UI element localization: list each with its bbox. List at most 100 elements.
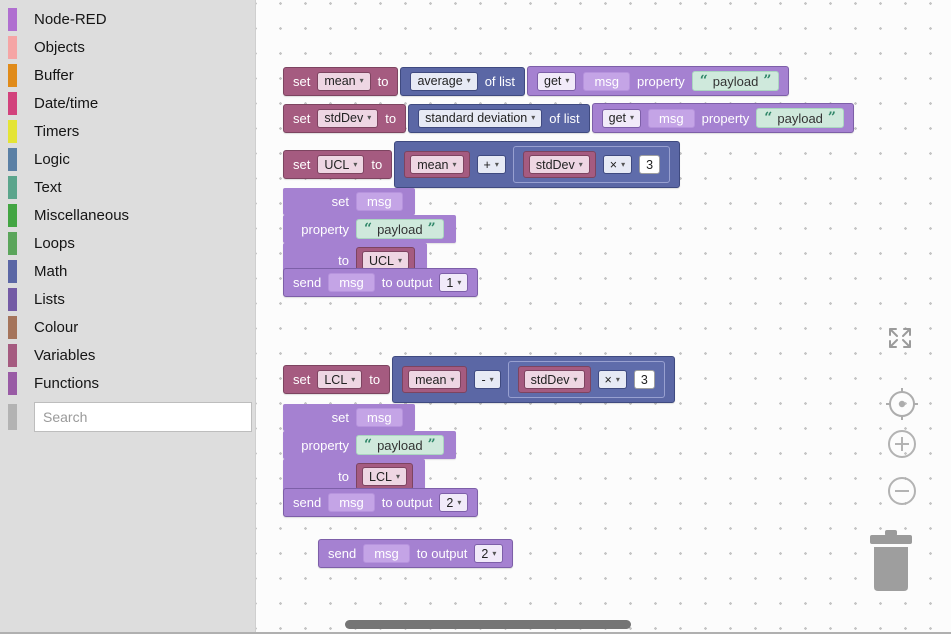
block-variable-get-stddev[interactable]: stdDev ▾	[517, 366, 591, 393]
block-send-msg[interactable]: send msg to output 2 ▾	[318, 539, 514, 568]
block-row: set mean ▾ to average ▾ of list get ▾ ms…	[283, 66, 790, 96]
number-field[interactable]: 3	[639, 155, 661, 174]
output-dropdown[interactable]: 2 ▾	[474, 544, 504, 563]
dropdown-value: 2	[446, 495, 454, 510]
list-op-dropdown[interactable]: average ▾	[410, 71, 478, 91]
output-dropdown[interactable]: 1 ▾	[439, 273, 469, 292]
dropdown-value: UCL	[369, 253, 395, 268]
variable-dropdown[interactable]: LCL ▾	[317, 370, 363, 389]
msg-block[interactable]: msg	[328, 493, 375, 512]
block-variable-get-stddev[interactable]: stdDev ▾	[522, 151, 596, 178]
sidebar-item-logic[interactable]: Logic	[0, 145, 255, 173]
operator-dropdown[interactable]: - ▾	[474, 370, 501, 389]
text-string-block[interactable]: “ payload ”	[356, 219, 444, 239]
block-set-msg-property[interactable]: set msg property “ payload ” to LCL ▾	[283, 404, 456, 494]
block-get-msg-property[interactable]: get ▾ msg property “ payload ”	[527, 66, 790, 96]
trash-button[interactable]	[867, 530, 915, 599]
block-variable-get-mean[interactable]: mean ▾	[404, 151, 470, 178]
operator-dropdown[interactable]: + ▾	[476, 155, 506, 174]
workspace-canvas[interactable]: set mean ▾ to average ▾ of list get ▾ ms…	[256, 0, 951, 634]
zoom-reset-button[interactable]	[885, 387, 919, 426]
operator-dropdown[interactable]: × ▾	[597, 370, 627, 389]
string-value: payload	[377, 221, 423, 237]
text-string-block[interactable]: “ payload ”	[756, 108, 844, 128]
text-string-block[interactable]: “ payload ”	[691, 71, 780, 91]
list-op-dropdown[interactable]: standard deviation ▾	[418, 108, 543, 128]
variable-dropdown[interactable]: mean ▾	[410, 155, 464, 174]
block-math-on-list-stddev[interactable]: standard deviation ▾ of list	[408, 103, 590, 133]
sidebar-item-buffer[interactable]: Buffer	[0, 61, 255, 89]
variable-dropdown[interactable]: stdDev ▾	[317, 108, 379, 128]
msg-block[interactable]: msg	[648, 108, 695, 128]
block-row: set UCL ▾ to mean ▾ + ▾ stdDev	[283, 141, 681, 188]
msg-block[interactable]: msg	[328, 273, 375, 292]
variable-dropdown[interactable]: UCL ▾	[317, 155, 365, 174]
block-get-msg-property[interactable]: get ▾ msg property “ payload ”	[591, 103, 854, 133]
get-dropdown[interactable]: get ▾	[537, 71, 577, 91]
expand-arrows-icon	[889, 328, 911, 348]
zoom-to-fit-button[interactable]	[886, 327, 914, 354]
send-label: send	[293, 275, 322, 290]
msg-block[interactable]: msg	[583, 71, 630, 91]
msg-block[interactable]: msg	[363, 544, 410, 563]
block-set-variable-ucl[interactable]: set UCL ▾ to	[283, 150, 393, 179]
get-dropdown[interactable]: get ▾	[601, 108, 642, 128]
category-color-strip	[8, 315, 17, 339]
variable-dropdown[interactable]: stdDev ▾	[528, 155, 590, 174]
text-string-block[interactable]: “ payload ”	[356, 435, 444, 455]
chevron-down-icon: ▾	[578, 159, 583, 169]
block-variable-get-mean[interactable]: mean ▾	[402, 366, 468, 393]
sidebar-item-functions[interactable]: Functions	[0, 369, 255, 397]
block-arithmetic-add[interactable]: mean ▾ + ▾ stdDev ▾ × ▾ 3	[394, 141, 681, 188]
sidebar-item-lists[interactable]: Lists	[0, 285, 255, 313]
dropdown-value: 1	[446, 275, 454, 290]
horizontal-scrollbar[interactable]	[345, 620, 631, 629]
zoom-out-button[interactable]	[887, 476, 917, 511]
dropdown-value: LCL	[324, 372, 348, 387]
block-set-variable-mean[interactable]: set mean ▾ to	[283, 66, 399, 96]
open-quote-icon: “	[699, 73, 708, 89]
block-arithmetic-multiply[interactable]: stdDev ▾ × ▾ 3	[512, 146, 671, 183]
block-send-msg[interactable]: send msg to output 1 ▾	[283, 268, 479, 297]
set-label: set	[331, 194, 349, 209]
block-math-on-list-average[interactable]: average ▾ of list	[400, 66, 526, 96]
block-arithmetic-multiply[interactable]: stdDev ▾ × ▾ 3	[507, 361, 665, 398]
variable-dropdown[interactable]: mean ▾	[408, 370, 462, 389]
block-variable-get-lcl[interactable]: LCL ▾	[356, 463, 413, 490]
category-color-strip	[8, 119, 17, 143]
msg-block[interactable]: msg	[356, 408, 403, 427]
block-set-variable-stddev[interactable]: set stdDev ▾ to	[283, 103, 407, 133]
operator-dropdown[interactable]: × ▾	[602, 155, 633, 174]
block-arithmetic-subtract[interactable]: mean ▾ - ▾ stdDev ▾ × ▾ 3	[392, 356, 675, 403]
sidebar-item-loops[interactable]: Loops	[0, 229, 255, 257]
category-label: Colour	[34, 318, 79, 336]
variable-dropdown[interactable]: stdDev ▾	[523, 370, 585, 389]
stack-row-set: set msg	[283, 188, 415, 215]
block-send-msg[interactable]: send msg to output 2 ▾	[283, 488, 479, 517]
sidebar-item-miscellaneous[interactable]: Miscellaneous	[0, 201, 255, 229]
search-color-strip	[8, 404, 17, 430]
sidebar-item-datetime[interactable]: Date/time	[0, 89, 255, 117]
category-color-strip	[8, 231, 17, 255]
output-dropdown[interactable]: 2 ▾	[439, 493, 469, 512]
dropdown-value: UCL	[324, 157, 350, 172]
chevron-down-icon: ▾	[359, 76, 364, 85]
sidebar-item-text[interactable]: Text	[0, 173, 255, 201]
block-set-msg-property[interactable]: set msg property “ payload ” to UCL ▾	[283, 188, 456, 278]
sidebar-item-objects[interactable]: Objects	[0, 33, 255, 61]
number-field[interactable]: 3	[633, 370, 655, 389]
category-color-strip	[8, 175, 17, 199]
variable-dropdown[interactable]: mean ▾	[317, 71, 371, 91]
msg-block[interactable]: msg	[356, 192, 403, 211]
chevron-down-icon: ▾	[398, 255, 403, 265]
variable-dropdown[interactable]: LCL ▾	[362, 467, 407, 486]
block-set-variable-lcl[interactable]: set LCL ▾ to	[283, 365, 391, 394]
sidebar-item-timers[interactable]: Timers	[0, 117, 255, 145]
dropdown-value: get	[608, 111, 627, 125]
sidebar-item-variables[interactable]: Variables	[0, 341, 255, 369]
search-input[interactable]	[34, 402, 252, 432]
sidebar-item-node-red[interactable]: Node-RED	[0, 5, 255, 33]
sidebar-item-math[interactable]: Math	[0, 257, 255, 285]
zoom-in-button[interactable]	[887, 429, 917, 464]
sidebar-item-colour[interactable]: Colour	[0, 313, 255, 341]
